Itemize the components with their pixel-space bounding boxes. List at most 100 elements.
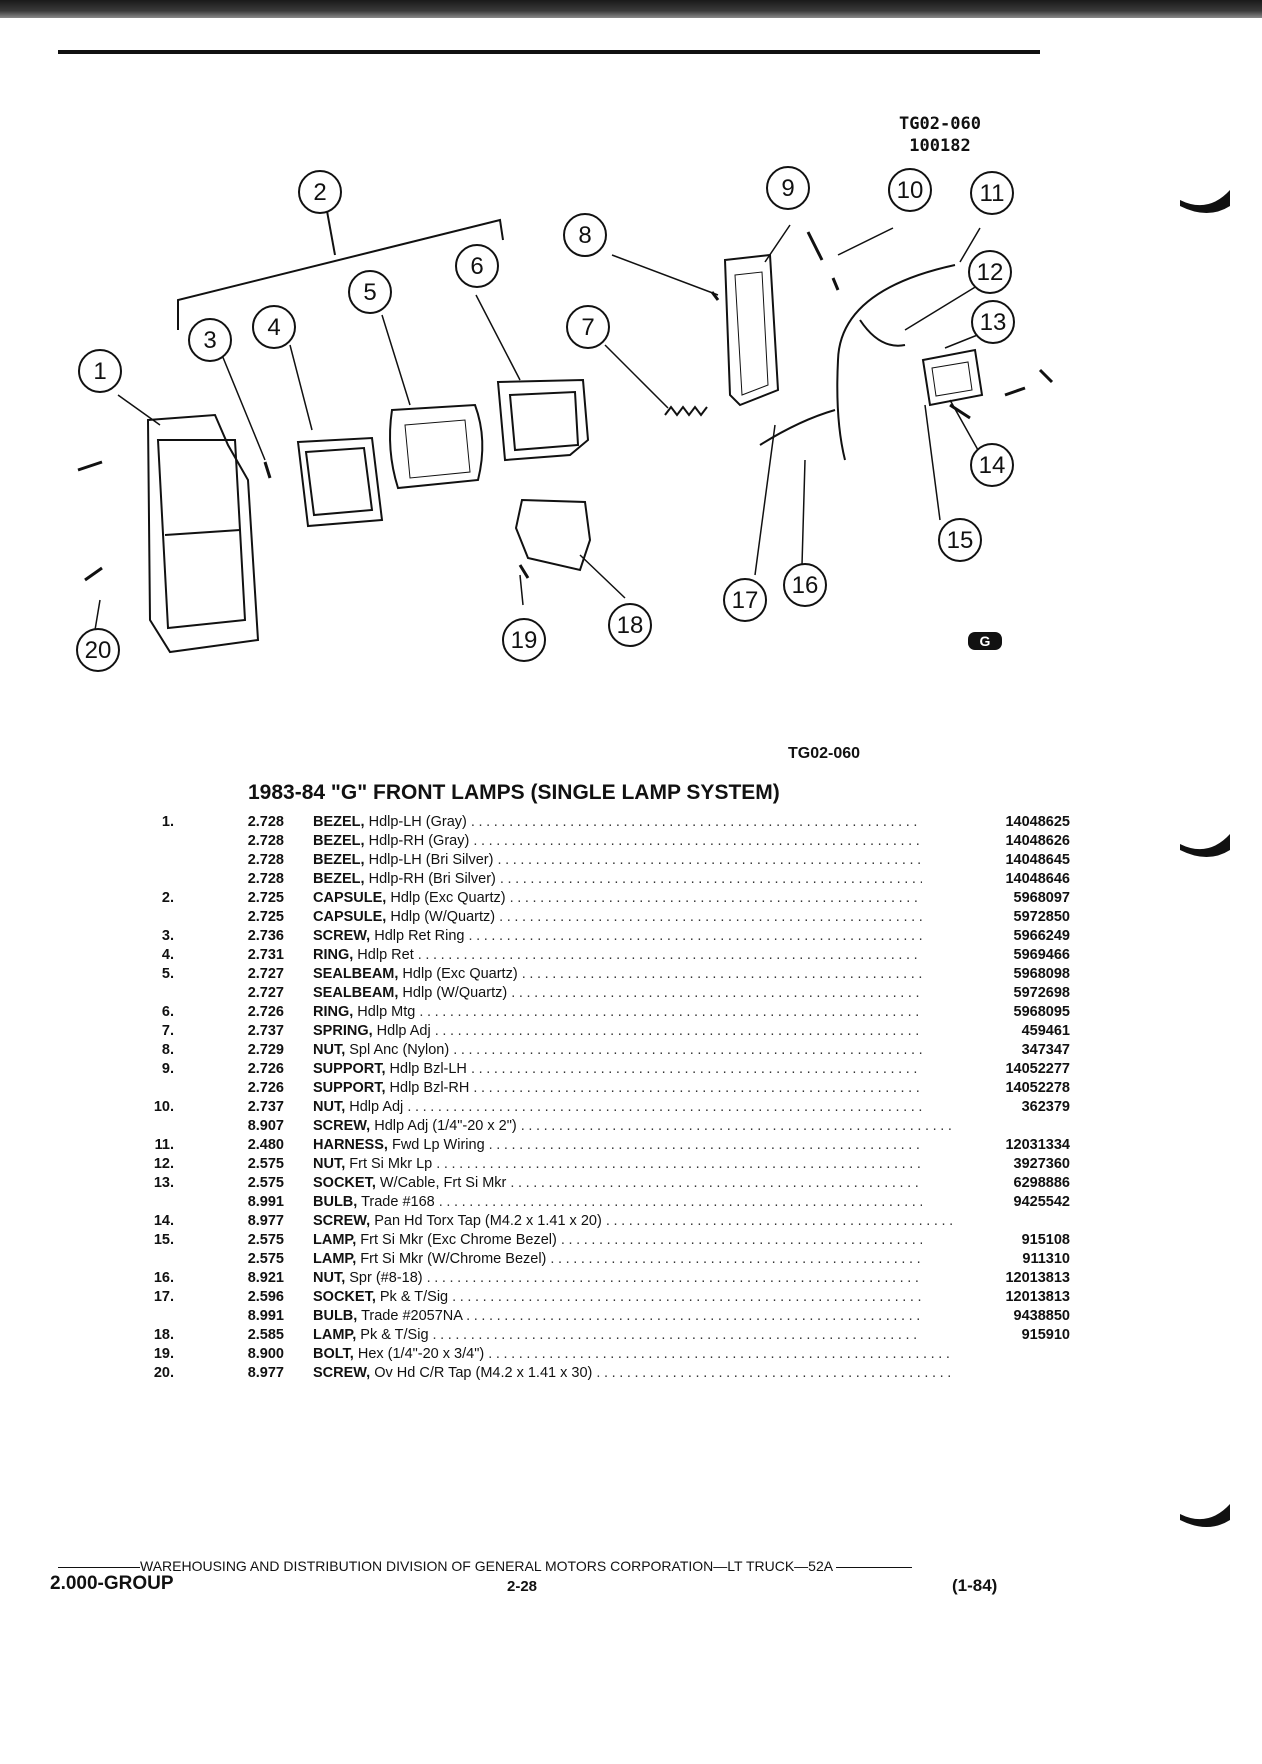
part-description: RING, Hdlp Ret .........................… <box>313 946 953 965</box>
item-number: 9. <box>161 1061 174 1077</box>
part-description: LAMP, Pk & T/Sig .......................… <box>313 1326 953 1345</box>
part-description: BEZEL, Hdlp-RH (Bri Silver) ............… <box>313 870 953 889</box>
item-number: 7. <box>161 1023 174 1039</box>
group-number: 2.737 <box>247 1023 284 1039</box>
item-number: 8. <box>161 1042 174 1058</box>
callout-circle-17 <box>723 578 767 622</box>
part-number: 12031334 <box>922 1136 1070 1155</box>
leader-dots: ........................................… <box>509 890 953 906</box>
leader-dots: ........................................… <box>520 1118 953 1134</box>
part-noun: LAMP, <box>313 1327 357 1343</box>
group-number: 2.726 <box>247 1004 284 1020</box>
group-number: 8.977 <box>247 1365 284 1381</box>
callout-circle-12 <box>968 250 1012 294</box>
part-qualifier: Pk & T/Sig <box>375 1289 453 1305</box>
footer-page: 2-28 <box>507 1578 538 1595</box>
part-qualifier: W/Cable, Frt Si Mkr <box>375 1175 511 1191</box>
part-number: 12013813 <box>922 1269 1070 1288</box>
capsule-bracket <box>177 218 504 330</box>
part-description: SCREW, Ov Hd C/R Tap (M4.2 x 1.41 x 30) … <box>313 1364 953 1383</box>
part-description: SUPPORT, Hdlp Bzl-RH ...................… <box>313 1079 953 1098</box>
leader-dots: ........................................… <box>550 1251 953 1267</box>
part-qualifier: Hdlp (W/Quartz) <box>386 909 500 925</box>
part-noun: CAPSULE, <box>313 909 387 925</box>
part-number: 12013813 <box>922 1288 1070 1307</box>
part-number: 14052277 <box>922 1060 1070 1079</box>
callout-label-4: 4 <box>267 314 280 341</box>
part-noun: RING, <box>313 947 354 963</box>
item-number: 20. <box>153 1365 174 1381</box>
binder-tab-mark <box>1180 190 1230 213</box>
group-number: 2.575 <box>247 1156 284 1172</box>
ring-mtg-drawing <box>496 378 590 462</box>
part-qualifier: Fwd Lp Wiring <box>387 1137 489 1153</box>
part-description: BEZEL, Hdlp-LH (Gray) ..................… <box>313 813 953 832</box>
leader-dots: ........................................… <box>434 1023 953 1039</box>
part-qualifier: Frt Si Mkr (W/Chrome Bezel) <box>356 1251 551 1267</box>
sealbeam-drawing <box>389 403 484 490</box>
part-description: NUT, Frt Si Mkr Lp .....................… <box>313 1155 953 1174</box>
callout-circle-6 <box>455 244 499 288</box>
item-number: 18. <box>153 1327 174 1343</box>
footer-group: 2.000-GROUP <box>50 1573 174 1594</box>
leader-dots: ........................................… <box>473 1080 953 1096</box>
part-noun: SOCKET, <box>313 1289 376 1305</box>
callout-label-17: 17 <box>732 587 759 614</box>
item-number: 14. <box>153 1213 174 1229</box>
leader-dots: ........................................… <box>510 1175 953 1191</box>
item-number: 5. <box>161 966 174 982</box>
part-description: SEALBEAM, Hdlp (W/Quartz) ..............… <box>313 984 953 1003</box>
part-noun: SCREW, <box>313 928 371 944</box>
leader-dots: ........................................… <box>470 814 953 830</box>
part-number: 5972698 <box>922 984 1070 1003</box>
callout-label-19: 19 <box>511 627 538 654</box>
group-number: 2.575 <box>247 1175 284 1191</box>
part-noun: NUT, <box>313 1099 346 1115</box>
group-number: 2.726 <box>247 1080 284 1096</box>
leader-dots: ........................................… <box>499 871 953 887</box>
leader-dots: ........................................… <box>560 1232 953 1248</box>
leader-dots: ........................................… <box>499 909 953 925</box>
bezel-drawing <box>146 413 260 654</box>
part-number: 911310 <box>922 1250 1070 1269</box>
group-number: 2.728 <box>247 814 284 830</box>
part-noun: BEZEL, <box>313 871 365 887</box>
part-description: BOLT, Hex (1/4"-20 x 3/4") .............… <box>313 1345 953 1364</box>
part-description: SOCKET, W/Cable, Frt Si Mkr ............… <box>313 1174 953 1193</box>
leader-dots: ........................................… <box>426 1270 953 1286</box>
leader-dots: ........................................… <box>605 1213 953 1229</box>
callout-label-13: 13 <box>980 309 1007 336</box>
part-noun: LAMP, <box>313 1251 357 1267</box>
callout-label-5: 5 <box>363 279 376 306</box>
part-number: 6298886 <box>922 1174 1070 1193</box>
callout-label-6: 6 <box>470 253 483 280</box>
part-qualifier: Frt Si Mkr (Exc Chrome Bezel) <box>356 1232 561 1248</box>
part-description: SCREW, Pan Hd Torx Tap (M4.2 x 1.41 x 20… <box>313 1212 953 1231</box>
item-number: 10. <box>153 1099 174 1115</box>
leader-dots: ........................................… <box>497 852 954 868</box>
callout-circle-4 <box>252 305 296 349</box>
item-number: 15. <box>153 1232 174 1248</box>
part-qualifier: Hdlp Bzl-LH <box>385 1061 471 1077</box>
item-number: 13. <box>153 1175 174 1191</box>
part-noun: SCREW, <box>313 1213 371 1229</box>
part-noun: NUT, <box>313 1042 346 1058</box>
callout-circle-16 <box>783 563 827 607</box>
figure-caption: TG02-060 <box>788 745 861 762</box>
part-number: 5972850 <box>922 908 1070 927</box>
part-qualifier: Hdlp Adj (1/4"-20 x 2") <box>370 1118 521 1134</box>
part-qualifier: Hdlp (Exc Quartz) <box>386 890 510 906</box>
callout-circle-18 <box>608 603 652 647</box>
park-lamp-drawing <box>514 498 592 572</box>
part-noun: SPRING, <box>313 1023 373 1039</box>
part-number: 5966249 <box>922 927 1070 946</box>
part-number: 3927360 <box>922 1155 1070 1174</box>
part-number: 14052278 <box>922 1079 1070 1098</box>
group-number: 2.731 <box>247 947 284 963</box>
group-number: 2.726 <box>247 1061 284 1077</box>
part-qualifier: Trade #168 <box>357 1194 439 1210</box>
part-number: 5969466 <box>922 946 1070 965</box>
footer-division: WAREHOUSING AND DISTRIBUTION DIVISION OF… <box>140 1558 833 1574</box>
callout-label-11: 11 <box>980 180 1005 207</box>
part-qualifier: Pk & T/Sig <box>356 1327 433 1343</box>
